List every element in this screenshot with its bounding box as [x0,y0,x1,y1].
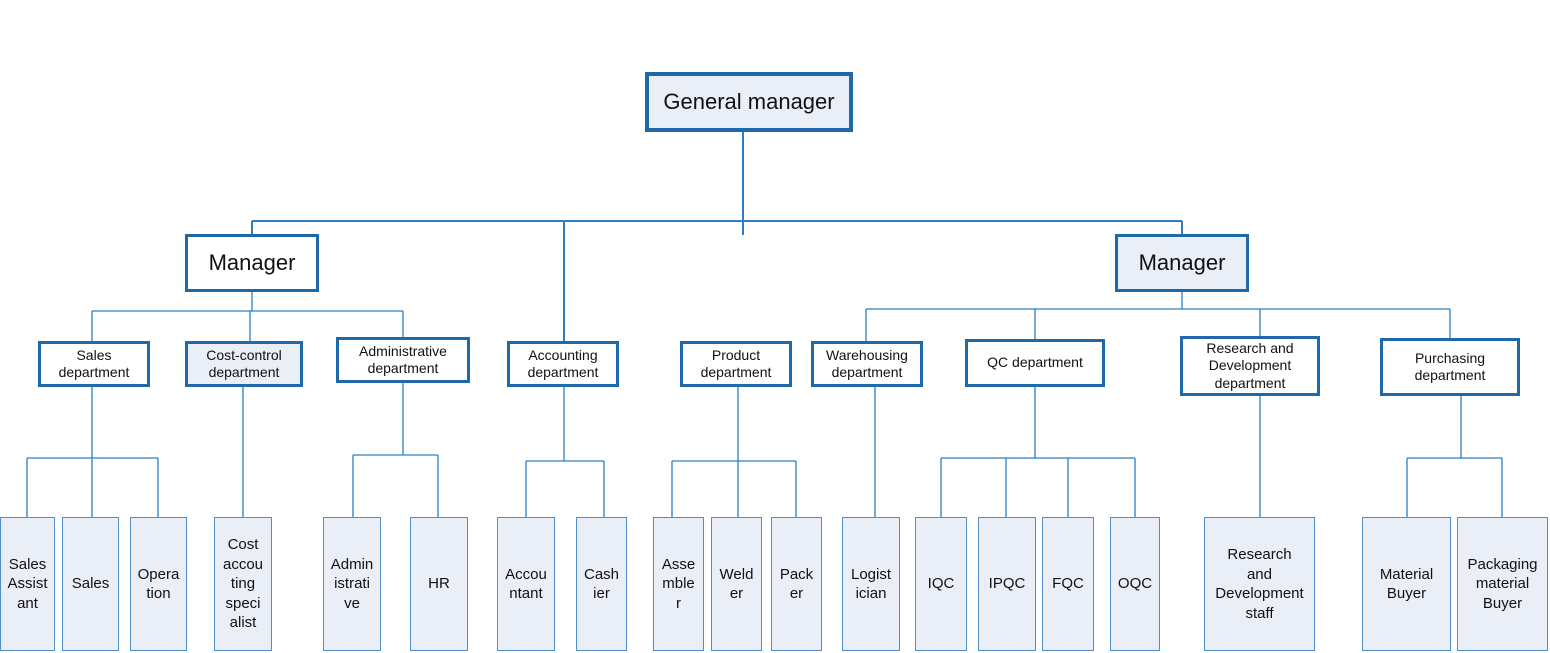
role-ipqc: IPQC [978,517,1036,651]
manager-right-label: Manager [1138,250,1226,276]
qc-department-label: QC department [987,354,1083,371]
manager-left-label: Manager [208,250,296,276]
role-fqc: FQC [1042,517,1094,651]
role-oqc: OQC [1110,517,1160,651]
role-hr: HR [410,517,468,651]
manager-left-box: Manager [185,234,319,292]
role-sales: Sales [62,517,119,651]
qc-department-box: QC department [965,339,1105,387]
role-iqc: IQC [915,517,967,651]
manager-right-box: Manager [1115,234,1249,292]
general-manager-label: General manager [663,89,835,115]
general-manager-box: General manager [645,72,853,132]
